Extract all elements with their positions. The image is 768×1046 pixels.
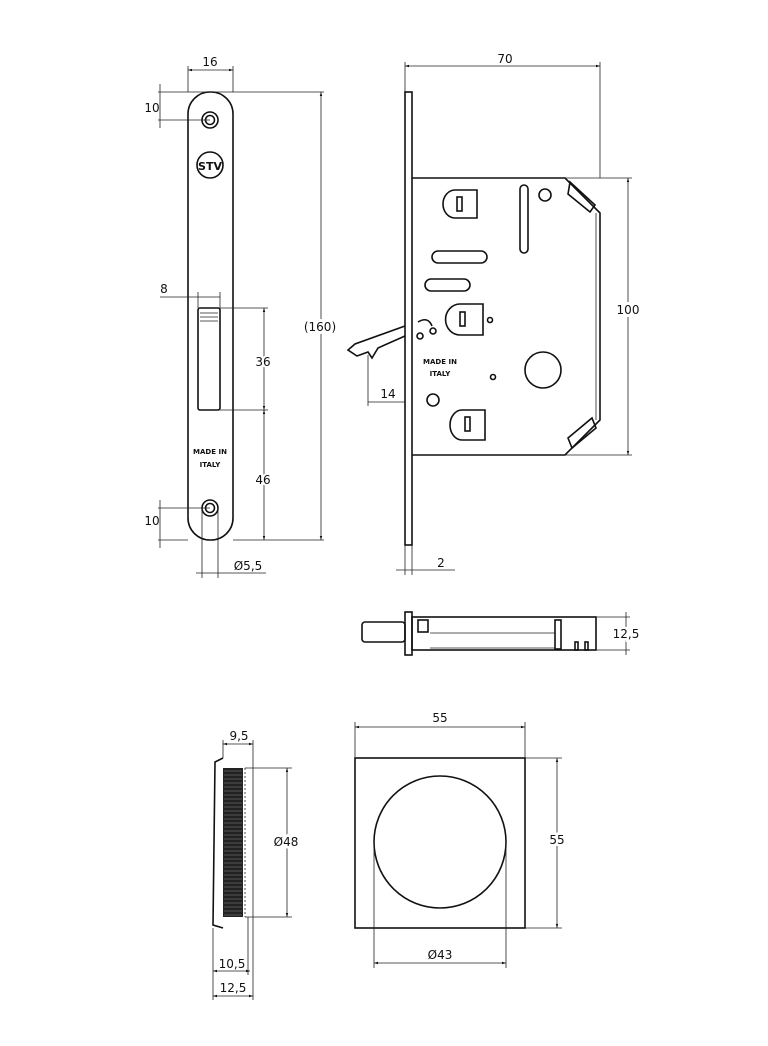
- stamp-text: ITALY: [430, 370, 452, 378]
- dimension-height: 55: [549, 833, 564, 847]
- dimension-top-hole: 10: [144, 101, 159, 115]
- stamp-text: MADE IN: [193, 448, 227, 456]
- case-lug: [444, 303, 484, 336]
- dimension-slot-width: 8: [160, 282, 168, 296]
- lock-case-outline: [412, 177, 601, 456]
- lug-slot: [459, 311, 466, 327]
- forend-edge: [404, 611, 413, 656]
- dimension-projection: 9,5: [229, 729, 248, 743]
- lock-top-view: 12,5: [361, 611, 642, 656]
- case-slot: [519, 184, 529, 254]
- case-rivet: [554, 619, 562, 650]
- corner-tab: [567, 416, 597, 450]
- dimension-width: 16: [202, 55, 217, 69]
- case-lug: [442, 189, 478, 219]
- pull-recess-circle: [373, 775, 507, 909]
- notch: [584, 641, 589, 651]
- latch-slot: [197, 307, 221, 411]
- case-slot: [424, 278, 471, 292]
- dimension-slot-height: 36: [255, 355, 270, 369]
- pull-rim: [212, 757, 224, 929]
- stv-logo: [196, 151, 224, 179]
- forend: [404, 91, 413, 546]
- rivet: [416, 332, 424, 340]
- rivet: [429, 327, 437, 335]
- dimension-hole-diameter: Ø5,5: [234, 559, 263, 573]
- dimension-thickness: 12,5: [613, 627, 640, 641]
- dimension-latch-projection: 14: [380, 387, 395, 401]
- dimension-depth-inner: 10,5: [219, 957, 246, 971]
- latch-bolt: [361, 621, 406, 643]
- pull-knurl: [223, 768, 243, 917]
- dimension-depth: 70: [497, 52, 512, 66]
- dimension-total-length: (160): [304, 320, 336, 334]
- dimension-diameter: Ø48: [274, 835, 299, 849]
- latch-pivot: [417, 318, 433, 327]
- spring: [417, 619, 429, 633]
- notch: [574, 641, 579, 651]
- corner-tab: [567, 180, 597, 214]
- pull-side-view: 9,5 Ø48 10,5 12,5: [212, 729, 301, 1000]
- pull-front-view: 55 55 Ø43: [354, 711, 567, 968]
- case-top: [411, 616, 597, 651]
- dimension-slot-bottom: 46: [255, 473, 270, 487]
- stamp-text: ITALY: [200, 461, 222, 469]
- case-hole: [538, 188, 552, 202]
- dimension-height: 100: [617, 303, 640, 317]
- lug-slot: [456, 196, 463, 212]
- dimension-recess-diameter: Ø43: [428, 948, 453, 962]
- lock-body-view: MADE IN ITALY 70 100 14 2: [346, 52, 642, 575]
- case-hole: [426, 393, 440, 407]
- faceplate-view: STV MADE IN ITALY 16 10 8 36 46 (160) 10: [144, 55, 339, 578]
- dimension-depth-total: 12,5: [220, 981, 247, 995]
- rivet: [486, 316, 494, 324]
- pull-square-outline: [354, 757, 526, 929]
- dimension-bottom-hole: 10: [144, 514, 159, 528]
- case-hole-large: [524, 351, 562, 389]
- lug-slot: [464, 416, 471, 432]
- case-slot: [431, 250, 488, 264]
- rivet: [489, 373, 497, 381]
- stamp-text: MADE IN: [423, 358, 457, 366]
- dimension-width: 55: [432, 711, 447, 725]
- knurl-lines: [224, 770, 242, 916]
- dimension-forend-thickness: 2: [437, 556, 445, 570]
- case-lug: [449, 409, 486, 441]
- case-arc-slot-fill: [545, 367, 584, 408]
- latch-lever: [346, 325, 406, 360]
- logo-text: STV: [198, 160, 222, 173]
